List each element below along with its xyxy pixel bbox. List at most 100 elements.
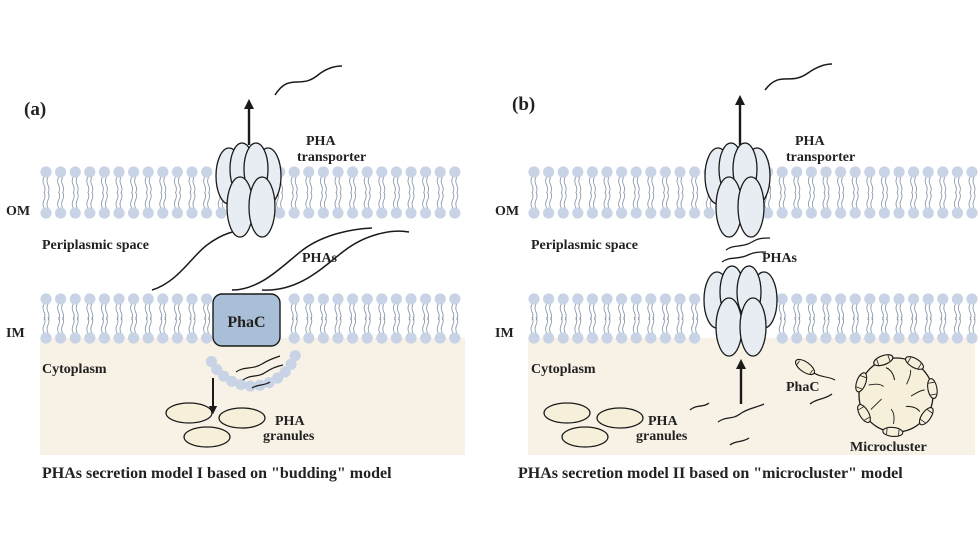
bud-lipid-head xyxy=(272,372,284,384)
lipid-head xyxy=(376,293,388,305)
lipid-head xyxy=(893,166,905,178)
lipid-tail xyxy=(309,316,313,334)
lipid-tail xyxy=(895,191,899,209)
lipid-tail xyxy=(968,191,972,209)
lipid-head xyxy=(572,166,584,178)
lipid-tail xyxy=(367,316,371,334)
lipid-tail xyxy=(782,176,786,194)
lipid-head xyxy=(171,332,183,344)
lipid-head xyxy=(332,166,344,178)
lipid-tail xyxy=(349,176,353,194)
lipid-tail xyxy=(607,316,611,334)
lipid-tail xyxy=(440,316,444,334)
lipid-tail xyxy=(309,303,313,321)
lipid-tail xyxy=(592,303,596,321)
lipid-tail xyxy=(928,303,932,321)
lipid-tail xyxy=(42,316,46,334)
lipid-head xyxy=(317,166,329,178)
lipid-head xyxy=(776,166,788,178)
lipid-tail xyxy=(407,191,411,209)
lipid-tail xyxy=(90,303,94,321)
lipid-head xyxy=(69,166,81,178)
lipid-head xyxy=(616,332,628,344)
lipid-tail xyxy=(130,316,134,334)
lipid-tail xyxy=(563,176,567,194)
lipid-tail xyxy=(382,316,386,334)
lipid-head xyxy=(543,332,555,344)
lipid-head xyxy=(361,332,373,344)
lipid-tail xyxy=(203,176,207,194)
lipid-tail xyxy=(177,303,181,321)
lipid-tail xyxy=(203,191,207,209)
lipid-head xyxy=(835,207,847,219)
lipid-head xyxy=(434,166,446,178)
lipid-tail xyxy=(57,303,61,321)
lipid-head xyxy=(332,207,344,219)
lipid-tail xyxy=(574,176,578,194)
bud-lipid-head xyxy=(205,356,217,368)
lipid-tail xyxy=(797,303,801,321)
lipid-tail xyxy=(207,316,211,334)
lipid-tail xyxy=(396,176,400,194)
lipid-tail xyxy=(578,303,582,321)
lipid-tail xyxy=(910,176,914,194)
lipid-tail xyxy=(192,316,196,334)
lipid-tail xyxy=(676,303,680,321)
lipid-head xyxy=(586,207,599,219)
lipid-tail xyxy=(563,303,567,321)
lipid-tail xyxy=(647,303,651,321)
lipid-tail xyxy=(884,316,888,334)
lipid-tail xyxy=(559,176,563,194)
microcluster-phac xyxy=(855,372,868,393)
lipid-tail xyxy=(822,176,826,194)
lipid-tail xyxy=(957,303,961,321)
lipid-tail xyxy=(363,316,367,334)
om-label-b: OM xyxy=(495,204,519,219)
lipid-tail xyxy=(71,316,75,334)
bud-lipid-head xyxy=(235,379,247,391)
lipid-head xyxy=(528,207,540,219)
lipid-tail xyxy=(367,303,371,321)
lipid-head xyxy=(157,332,169,344)
microcluster-phac xyxy=(918,407,934,426)
lipid-tail xyxy=(71,191,75,209)
microcluster-chain xyxy=(906,369,912,385)
lipid-tail xyxy=(618,316,622,334)
lipid-tail xyxy=(549,191,553,209)
lipid-tail xyxy=(914,176,918,194)
lipid-tail xyxy=(822,191,826,209)
lipid-tail xyxy=(939,303,943,321)
lipid-head xyxy=(113,166,125,178)
lipid-tail xyxy=(115,303,119,321)
lipid-head xyxy=(966,332,978,344)
lipid-tail xyxy=(953,176,957,194)
lipid-tail xyxy=(90,316,94,334)
lipid-head xyxy=(449,332,461,344)
lipid-tail xyxy=(578,191,582,209)
panel-a: (a) OM IM Periplasmic space Cytoplasm PH… xyxy=(6,65,465,482)
lipid-tail xyxy=(880,316,884,334)
lipid-tail xyxy=(436,316,440,334)
lipid-tail xyxy=(353,316,357,334)
microcluster-phac xyxy=(905,356,924,370)
lipid-tail xyxy=(807,303,811,321)
lipid-tail xyxy=(86,303,90,321)
lipid-tail xyxy=(426,191,430,209)
lipid-tail xyxy=(588,176,592,194)
lipid-head xyxy=(674,293,686,305)
lipid-tail xyxy=(837,303,841,321)
lipid-tail xyxy=(407,316,411,334)
periplasmic-space-label-b: Periplasmic space xyxy=(531,238,638,253)
lipid-head xyxy=(791,332,803,344)
lipid-tail xyxy=(563,316,567,334)
lipid-tail xyxy=(323,191,327,209)
lipid-head xyxy=(332,332,344,344)
microcluster-chain xyxy=(905,405,921,412)
lipid-tail xyxy=(46,191,50,209)
phac-label-b: PhaC xyxy=(786,380,819,395)
lipid-head xyxy=(84,207,96,219)
lipid-head xyxy=(449,166,461,178)
panel-b-letter: (b) xyxy=(512,94,535,115)
lipid-head xyxy=(893,207,905,219)
lipid-head xyxy=(864,207,876,219)
